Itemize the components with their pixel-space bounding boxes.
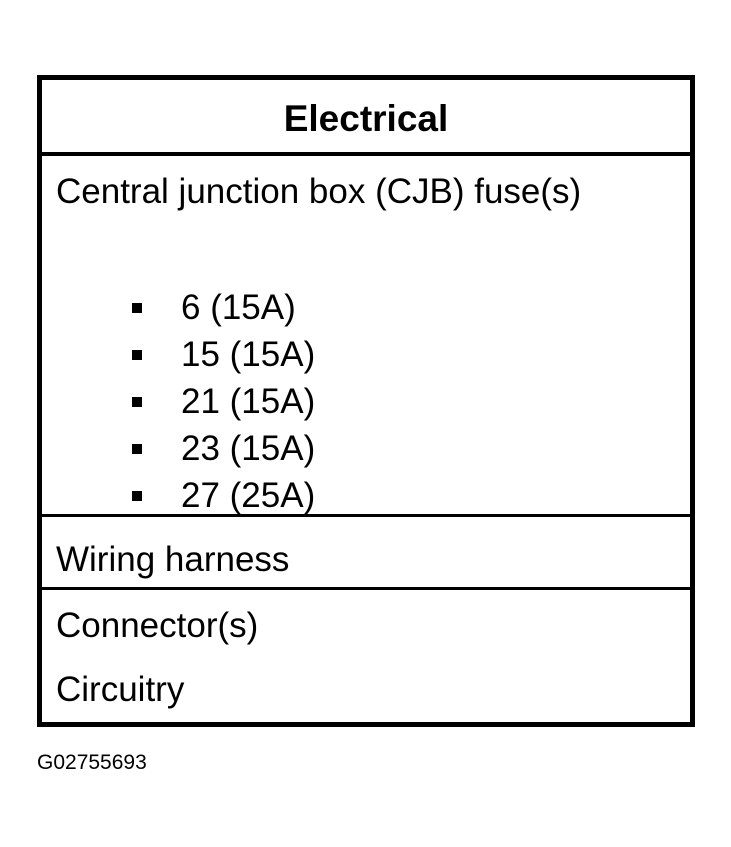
table-header-row: Electrical xyxy=(42,80,690,156)
square-bullet-icon xyxy=(132,349,142,360)
table-header: Electrical xyxy=(283,97,449,139)
fuse-label: 27 (25A) xyxy=(181,476,316,515)
fuses-row: Central junction box (CJB) fuse(s) 6 (15… xyxy=(42,156,690,517)
fuse-label: 6 (15A) xyxy=(181,288,296,327)
wiring-harness-label: Wiring harness xyxy=(56,540,290,579)
square-bullet-icon xyxy=(132,490,142,501)
figure-id: G02755693 xyxy=(37,751,147,774)
fuse-label: 23 (15A) xyxy=(181,429,316,468)
square-bullet-icon xyxy=(132,396,142,407)
list-item: 15 (15A) xyxy=(132,331,315,378)
square-bullet-icon xyxy=(132,443,142,454)
square-bullet-icon xyxy=(132,302,142,313)
circuitry-label: Circuitry xyxy=(56,670,185,709)
fuse-list: 6 (15A) 15 (15A) 21 (15A) 23 (15A) 27 (2… xyxy=(132,284,315,519)
connector-row: Connector(s) Circuitry xyxy=(42,590,690,722)
fuses-title: Central junction box (CJB) fuse(s) xyxy=(56,172,582,211)
electrical-table: Electrical Central junction box (CJB) fu… xyxy=(37,75,695,727)
fuse-label: 21 (15A) xyxy=(181,382,316,421)
connector-label: Connector(s) xyxy=(56,606,259,645)
fuse-label: 15 (15A) xyxy=(181,335,316,374)
list-item: 6 (15A) xyxy=(132,284,315,331)
list-item: 23 (15A) xyxy=(132,425,315,472)
list-item: 21 (15A) xyxy=(132,378,315,425)
list-item: 27 (25A) xyxy=(132,472,315,519)
wiring-row: Wiring harness xyxy=(42,517,690,590)
